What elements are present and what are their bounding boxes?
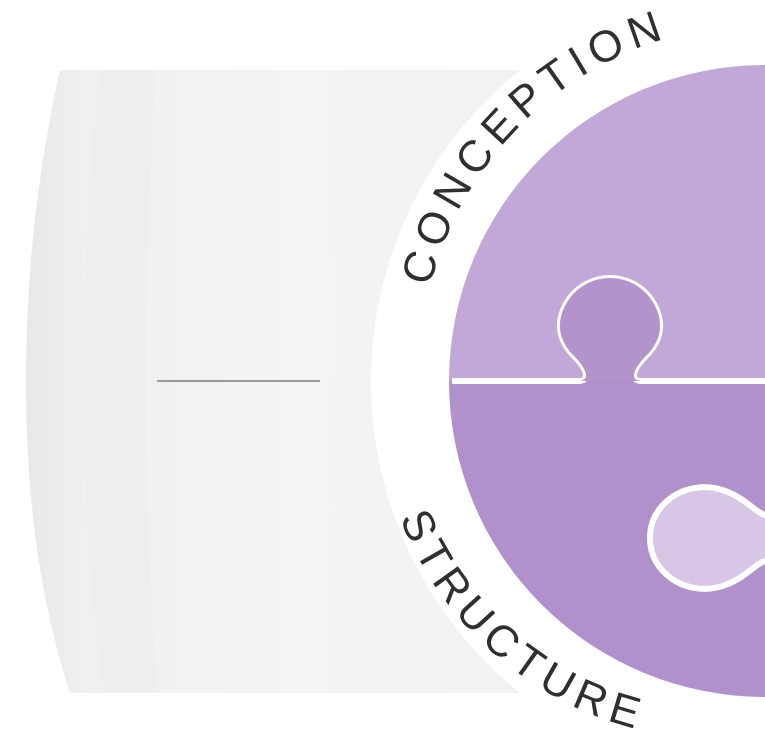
puzzle-knob-upper [559, 278, 661, 381]
puzzle-knob-lower [647, 484, 765, 592]
left-panel-band [84, 70, 158, 693]
